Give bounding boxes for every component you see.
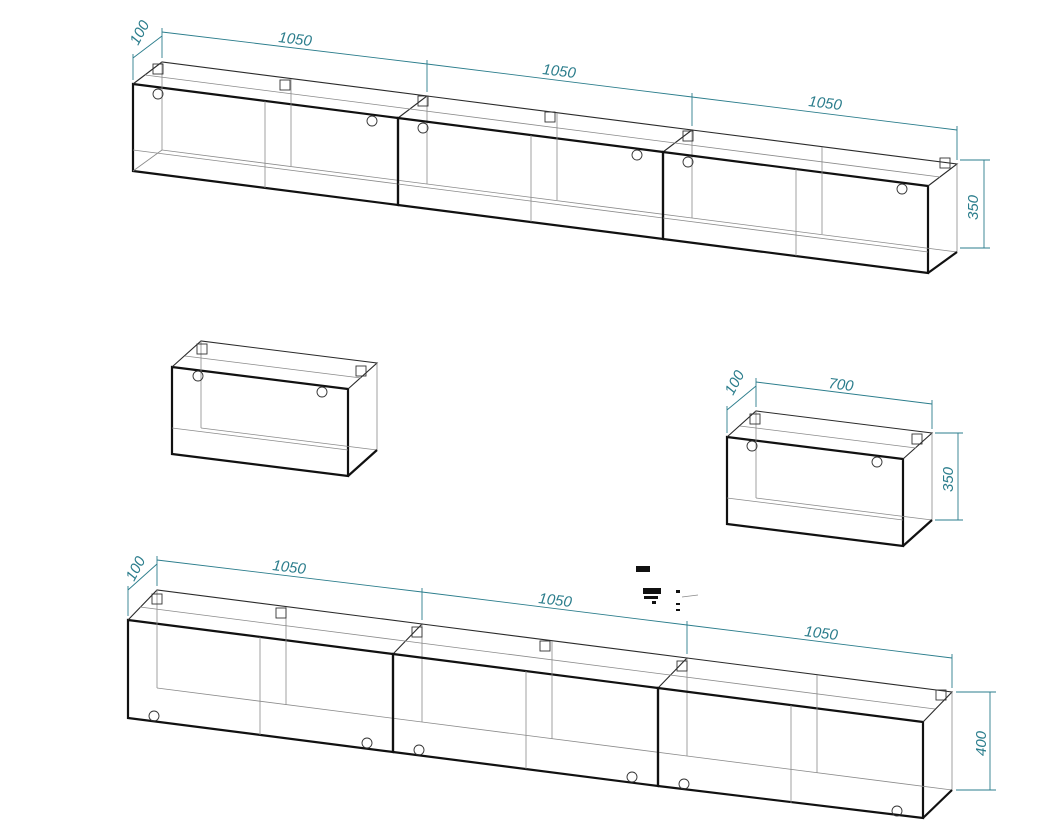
bottom-row-dimensions: 1050 1050 1050 100 400 xyxy=(123,553,996,791)
right-dim-height: 350 xyxy=(940,466,957,492)
bottom-dim-width-3: 1050 xyxy=(804,623,840,644)
bottom-dim-depth: 100 xyxy=(123,553,150,584)
top-cabinet-2 xyxy=(396,95,694,241)
right-single-dimensions: 700 100 350 xyxy=(722,367,963,521)
right-dim-width: 700 xyxy=(828,375,856,395)
bottom-dim-width-2: 1050 xyxy=(538,590,574,611)
bottom-dim-width-1: 1050 xyxy=(272,557,308,578)
top-dim-depth: 100 xyxy=(127,17,154,48)
right-dim-depth: 100 xyxy=(722,367,749,398)
top-cabinet-3 xyxy=(661,129,959,275)
hardware-parts-cluster xyxy=(636,566,699,611)
top-row-cabinets: 1050 1050 1050 100 350 xyxy=(127,17,990,275)
top-dim-height: 350 xyxy=(965,194,982,220)
bottom-dim-height: 400 xyxy=(973,730,990,756)
bottom-cabinet-2 xyxy=(391,623,689,788)
bottom-cabinet-3 xyxy=(656,657,954,820)
top-row-dimensions: 1050 1050 1050 100 350 xyxy=(127,17,990,249)
top-dim-width-3: 1050 xyxy=(808,93,844,114)
middle-right-cabinet: 700 100 350 xyxy=(722,367,963,548)
bottom-row-cabinets: 1050 1050 1050 100 400 xyxy=(123,553,996,820)
top-dim-width-2: 1050 xyxy=(542,61,578,82)
middle-left-cabinet xyxy=(170,340,379,478)
bottom-cabinet-1 xyxy=(126,589,424,754)
top-dim-width-1: 1050 xyxy=(278,29,314,50)
top-cabinet-1 xyxy=(131,61,429,207)
